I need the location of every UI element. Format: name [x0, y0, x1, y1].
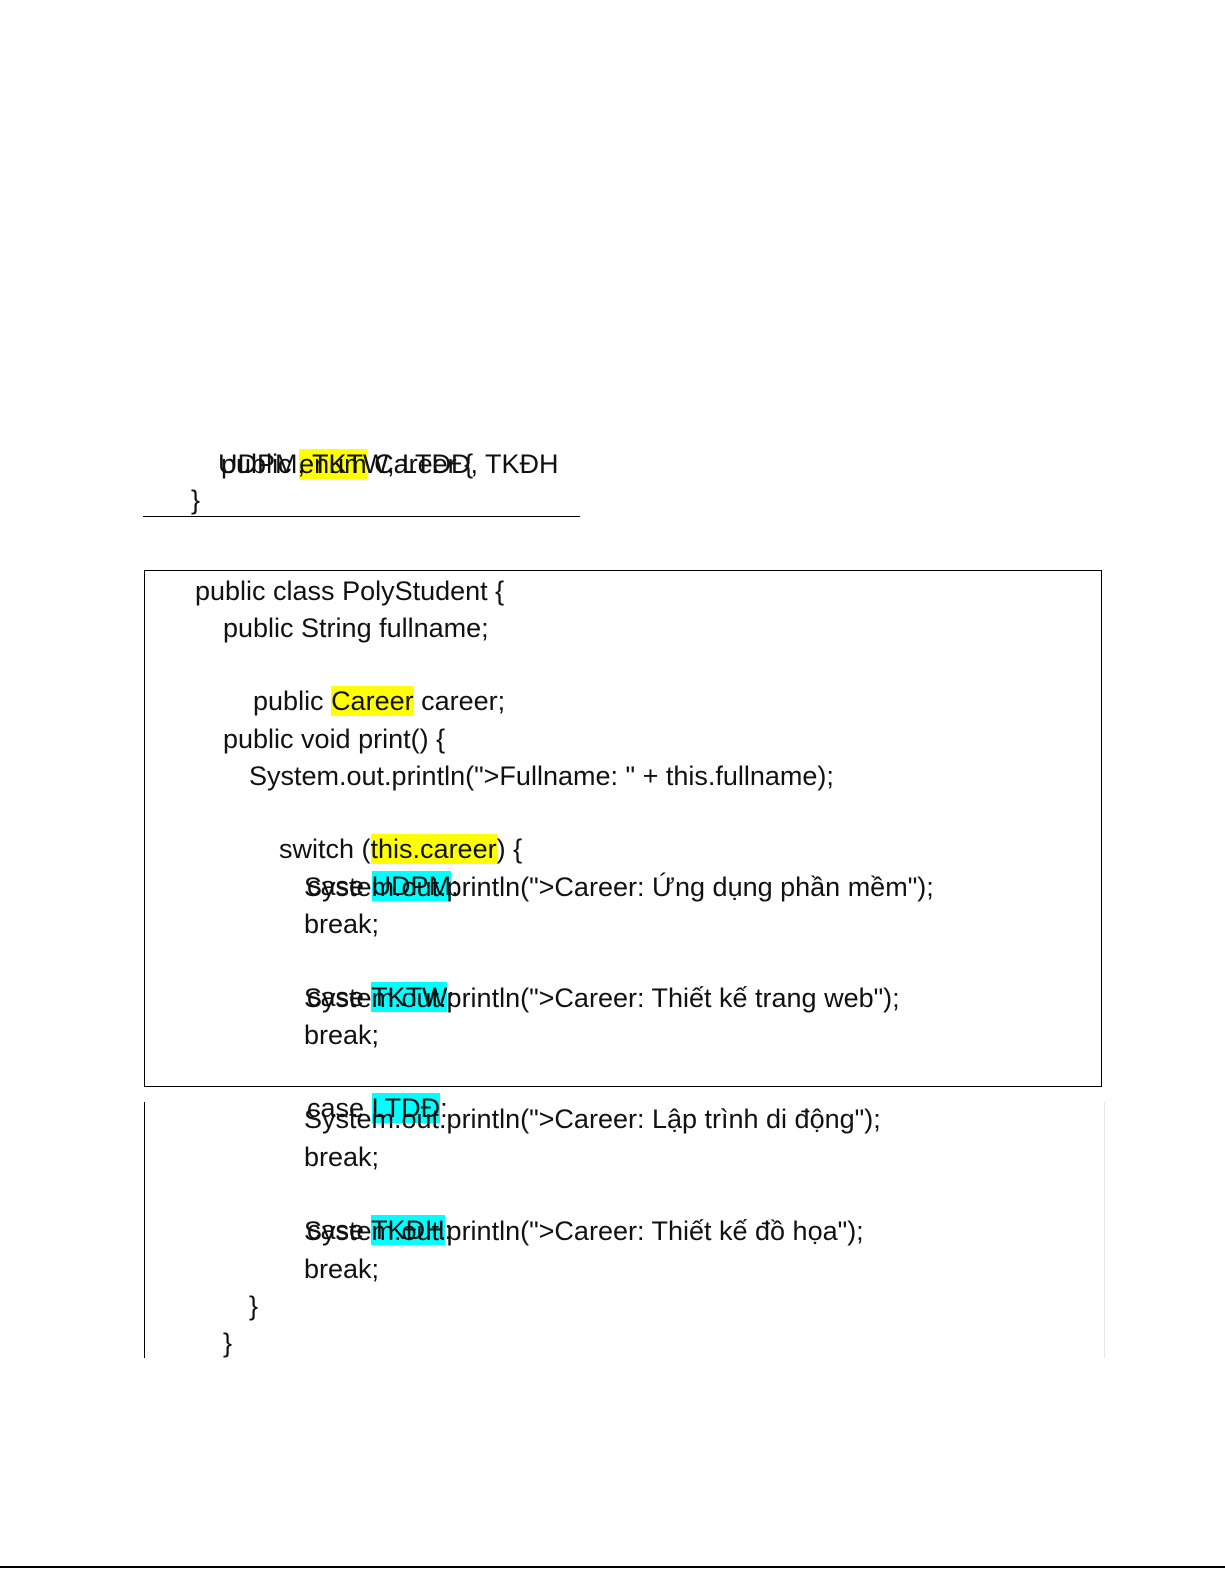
print-fullname-line: System.out.println(">Fullname: " + this.… — [249, 761, 834, 791]
code-text: case — [307, 871, 372, 901]
case-ltdd-line: case LTDĐ: — [277, 1054, 448, 1123]
break-line: break; — [304, 1020, 380, 1050]
case-tkdh-line: case TKĐH: — [277, 1176, 452, 1245]
code-text: case — [307, 1093, 372, 1123]
enum-closing-brace: } — [191, 485, 201, 515]
break-line: break; — [304, 1142, 380, 1172]
highlighted-case-tktw: TKTW — [371, 982, 448, 1012]
career-field-line: public Career career; — [223, 647, 505, 716]
case-udpm-line: case UDPM: — [277, 832, 459, 901]
code-text: : — [451, 871, 459, 901]
code-box-top-frame — [144, 570, 1102, 1087]
print-tkdh-line: System.out.println(">Career: Thiết kế đồ… — [304, 1216, 864, 1246]
print-tktw-line: System.out.println(">Career: Thiết kế tr… — [304, 983, 900, 1013]
code-text: : — [440, 1093, 448, 1123]
highlighted-type-career: Career — [331, 686, 414, 716]
code-text: case — [307, 982, 372, 1012]
code-text: switch ( — [279, 834, 371, 864]
print-ltdd-line: System.out.println(">Career: Lập trình d… — [304, 1104, 881, 1134]
print-method-line: public void print() { — [223, 724, 446, 754]
highlighted-case-ltdd: LTDĐ — [371, 1093, 441, 1123]
switch-line: switch (this.career) { — [249, 795, 522, 864]
code-text: public — [253, 686, 332, 716]
fullname-field-line: public String fullname; — [223, 613, 489, 643]
print-udpm-line: System.out.println(">Career: Ứng dụng ph… — [304, 872, 934, 902]
enum-underline-divider — [143, 516, 580, 517]
highlighted-case-udpm: UDPM — [371, 871, 452, 901]
code-text: case — [307, 1215, 372, 1245]
code-text: Career { — [366, 449, 474, 479]
highlighted-switch-expression: this.career — [370, 834, 497, 864]
case-tktw-line: case TKTW: — [277, 943, 455, 1012]
code-text: career; — [413, 686, 506, 716]
class-declaration-line: public class PolyStudent { — [195, 576, 505, 606]
enum-values-line: UDPM, TKTW, LTDĐ, TKĐH — [218, 449, 559, 479]
highlighted-case-tkdh: TKĐH — [371, 1215, 445, 1245]
switch-closing-brace: } — [249, 1291, 259, 1321]
code-text: : — [444, 1215, 453, 1245]
code-box-bottom-frame — [144, 1102, 1105, 1358]
highlighted-keyword-enum: enum — [299, 449, 367, 479]
method-closing-brace: } — [223, 1328, 233, 1358]
code-text: public — [221, 449, 300, 479]
break-line: break; — [304, 909, 380, 939]
code-text: : — [447, 982, 455, 1012]
page-bottom-border — [0, 1566, 1225, 1568]
code-text: ) { — [496, 834, 523, 864]
break-line: break; — [304, 1254, 380, 1284]
enum-declaration-line: public enum Career { — [191, 410, 473, 479]
